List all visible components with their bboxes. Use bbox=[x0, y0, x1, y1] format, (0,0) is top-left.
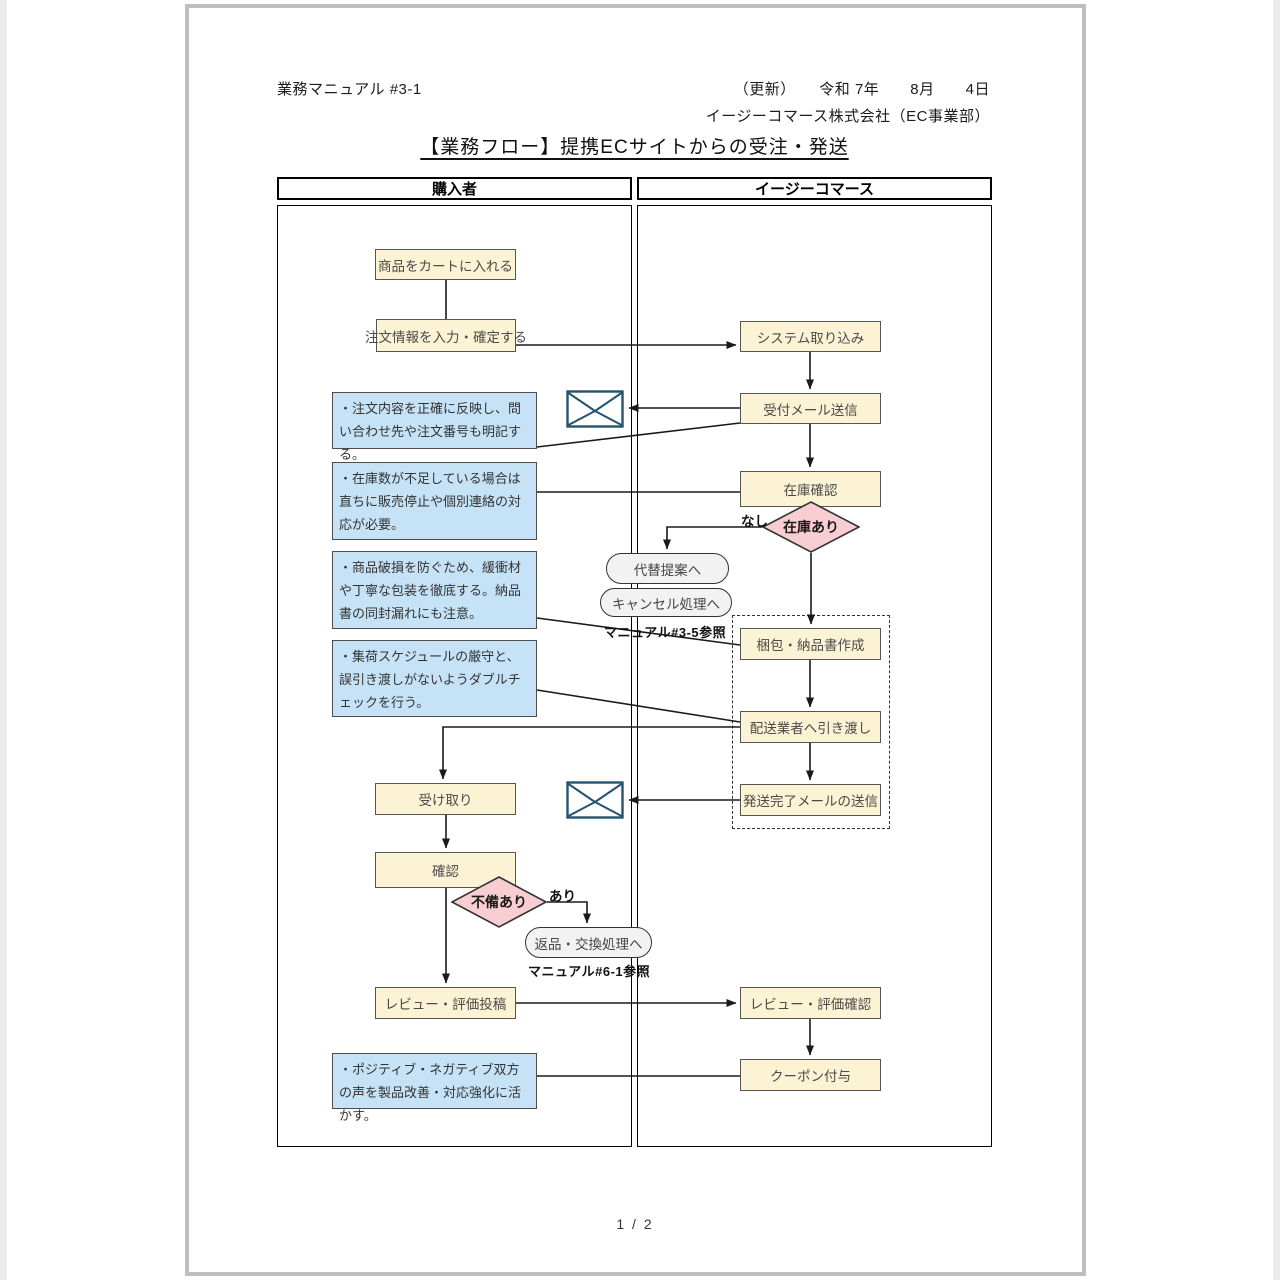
window-left-edge bbox=[0, 0, 7, 1280]
step-review-check: レビュー・評価確認 bbox=[740, 987, 881, 1019]
mail-envelope-icon bbox=[566, 390, 624, 428]
decision-defect-label: 不備あり bbox=[471, 894, 527, 910]
step-enter-order-label: 注文情報を入力・確定する bbox=[365, 329, 527, 345]
step-enter-order: 注文情報を入力・確定する bbox=[365, 319, 527, 352]
decision-stock-diamond bbox=[762, 501, 860, 553]
step-send-ack-mail: 受付メール送信 bbox=[740, 393, 881, 424]
terminal-return-exchange-label: 返品・交換処理へ bbox=[534, 936, 643, 952]
doc-title: 【業務フロー】提携ECサイトからの受注・発送 bbox=[420, 137, 849, 158]
step-receive-label: 受け取り bbox=[418, 793, 473, 808]
step-post-review: レビュー・評価投稿 bbox=[375, 987, 516, 1019]
step-ship-mail: 発送完了メールの送信 bbox=[740, 784, 881, 816]
decision-stock-label: 在庫あり bbox=[783, 519, 839, 535]
terminal-cancel: キャンセル処理へ bbox=[600, 588, 732, 617]
step-add-to-cart-label: 商品をカートに入れる bbox=[378, 258, 513, 274]
branch-label-ari: あり bbox=[549, 889, 576, 904]
branch-label-nashi: なし bbox=[741, 514, 768, 529]
lane-buyer-label: 購入者 bbox=[431, 181, 477, 198]
step-handover-label: 配送業者へ引き渡し bbox=[749, 721, 872, 736]
step-packing-label: 梱包・納品書作成 bbox=[756, 638, 865, 653]
doc-update-date: （更新） 令和 7年 8月 4日 bbox=[733, 81, 990, 98]
window-right-edge bbox=[1273, 0, 1280, 1280]
step-post-review-label: レビュー・評価投稿 bbox=[384, 997, 507, 1012]
ref-manual-6-1: マニュアル#6-1参照 bbox=[528, 964, 651, 979]
ref-manual-3-5: マニュアル#3-5参照 bbox=[604, 625, 727, 640]
page-number: 1 / 2 bbox=[616, 1216, 654, 1232]
step-send-ack-mail-label: 受付メール送信 bbox=[763, 402, 858, 418]
decision-defect-diamond bbox=[451, 876, 547, 928]
terminal-alt-proposal: 代替提案へ bbox=[606, 553, 729, 584]
lane-company-label: イージーコマース bbox=[755, 181, 874, 198]
lane-header-buyer: 購入者 bbox=[277, 177, 632, 200]
step-add-to-cart: 商品をカートに入れる bbox=[375, 249, 516, 280]
doc-company: イージーコマース株式会社（EC事業部） bbox=[705, 108, 990, 125]
lane-header-company: イージーコマース bbox=[637, 177, 992, 200]
step-stock-check: 在庫確認 bbox=[740, 471, 881, 507]
step-coupon-label: クーポン付与 bbox=[770, 1069, 851, 1084]
note-stock-shortage: ・在庫数が不足している場合は直ちに販売停止や個別連絡の対応が必要。 bbox=[332, 462, 537, 540]
step-review-check-label: レビュー・評価確認 bbox=[749, 997, 872, 1012]
step-receive: 受け取り bbox=[375, 783, 516, 815]
step-check-label: 確認 bbox=[432, 864, 459, 879]
mail-envelope-icon-2 bbox=[566, 781, 624, 819]
lane-body-company bbox=[637, 205, 992, 1147]
step-system-import: システム取り込み bbox=[740, 321, 881, 352]
terminal-return-exchange: 返品・交換処理へ bbox=[525, 927, 652, 958]
step-packing: 梱包・納品書作成 bbox=[740, 628, 881, 660]
step-stock-check-label: 在庫確認 bbox=[783, 483, 838, 498]
step-handover: 配送業者へ引き渡し bbox=[740, 711, 881, 743]
terminal-alt-proposal-label: 代替提案へ bbox=[633, 562, 702, 578]
note-pickup-schedule: ・集荷スケジュールの厳守と、誤引き渡しがないようダブルチェックを行う。 bbox=[332, 640, 537, 717]
lane-body-buyer bbox=[277, 205, 632, 1147]
step-system-import-label: システム取り込み bbox=[756, 330, 865, 346]
note-feedback-use: ・ポジティブ・ネガティブ双方の声を製品改善・対応強化に活かす。 bbox=[332, 1053, 537, 1123]
step-coupon: クーポン付与 bbox=[740, 1059, 881, 1091]
terminal-cancel-label: キャンセル処理へ bbox=[612, 596, 720, 612]
doc-number: 業務マニュアル #3-1 bbox=[277, 81, 422, 98]
note-order-contents: ・注文内容を正確に反映し、問い合わせ先や注文番号も明記する。 bbox=[332, 392, 537, 462]
step-ship-mail-label: 発送完了メールの送信 bbox=[743, 794, 878, 809]
note-packing-care: ・商品破損を防ぐため、緩衝材や丁寧な包装を徹底する。納品書の同封漏れにも注意。 bbox=[332, 551, 537, 629]
